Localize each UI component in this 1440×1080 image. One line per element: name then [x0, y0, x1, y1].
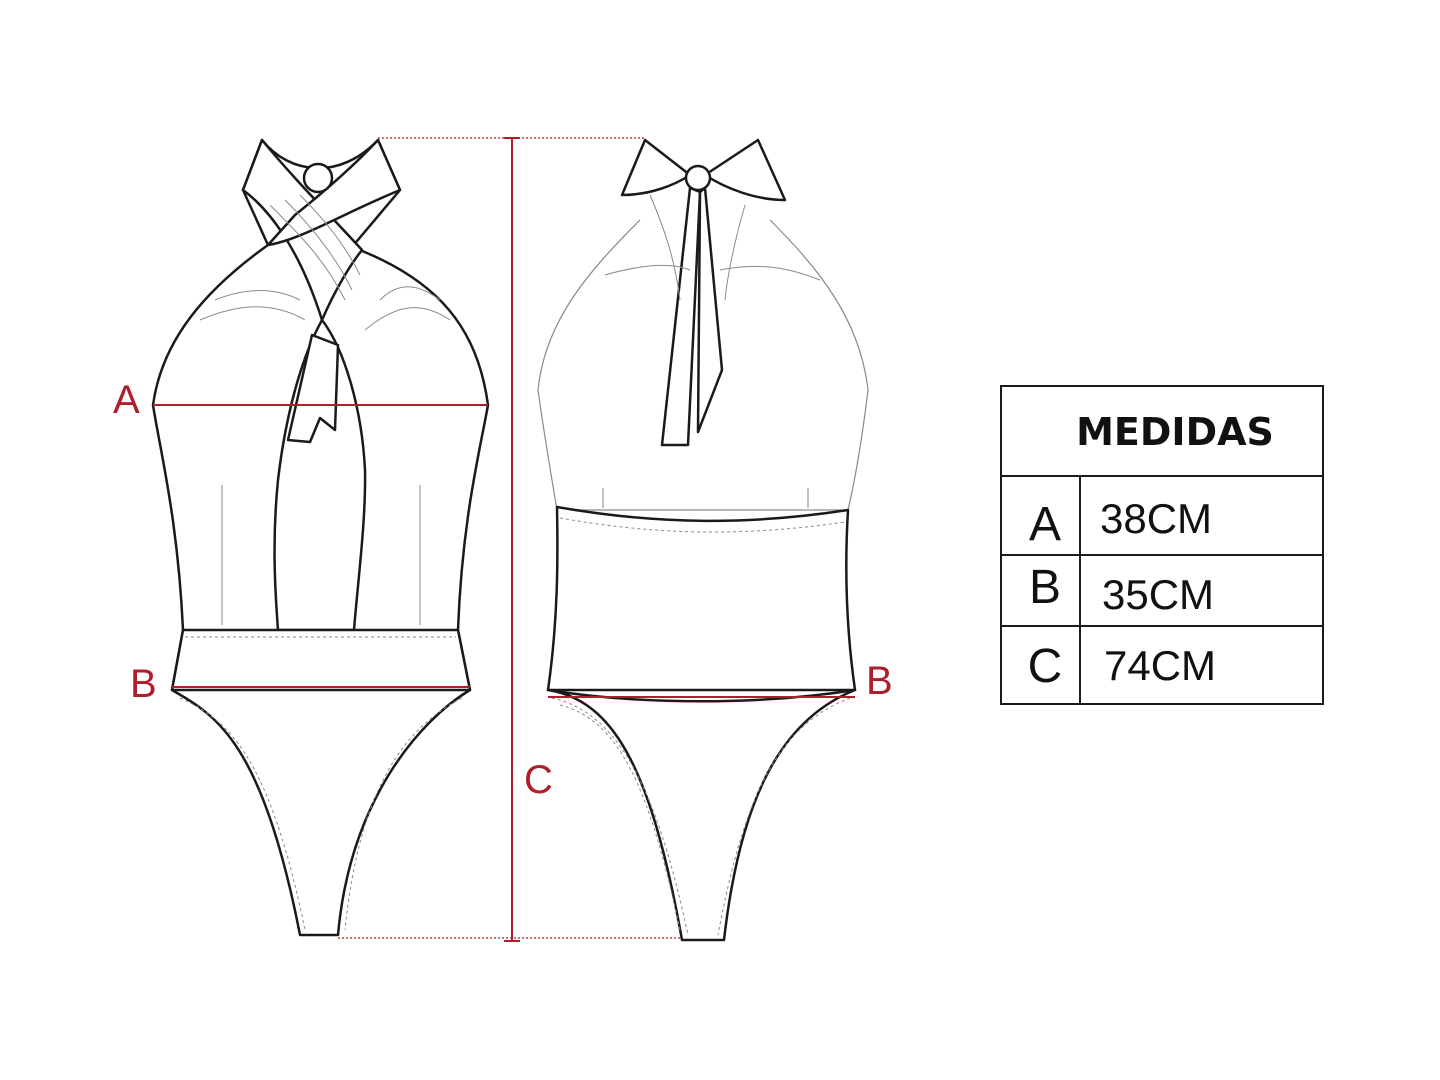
back-tie-left: [660, 186, 702, 447]
back-tie-right: [696, 186, 724, 434]
table-row-key: A: [1029, 498, 1061, 551]
table-row-value: 38CM: [1100, 495, 1212, 542]
front-knot: [302, 162, 334, 194]
front-view-swimsuit: [151, 138, 490, 937]
measurements-table: [1000, 385, 1324, 705]
label-b-back: B: [866, 659, 893, 703]
table-row-value: 74CM: [1104, 642, 1216, 689]
measurement-lines: [153, 137, 855, 942]
label-b-front: B: [130, 662, 157, 706]
back-knot: [684, 164, 712, 192]
back-bow-left: [620, 138, 692, 197]
table-row-key: C: [1028, 640, 1063, 693]
table-row-key: B: [1029, 561, 1061, 614]
back-fabric-folds: [551, 194, 851, 936]
front-fabric-folds: [179, 194, 463, 931]
measurements-table-text: MEDIDAS A 38CM B 35CM C 74CM: [1028, 410, 1274, 693]
back-bow-right: [703, 138, 787, 202]
measurement-labels: A B C B: [113, 378, 893, 802]
back-view-swimsuit: [537, 138, 869, 942]
table-row-value: 35CM: [1102, 571, 1214, 618]
front-strap-right: [266, 138, 402, 247]
back-waist-panel: [546, 505, 857, 692]
table-frame: [1000, 385, 1324, 705]
table-title: MEDIDAS: [1076, 410, 1274, 454]
label-a-front: A: [113, 378, 140, 422]
front-waistband: [170, 628, 472, 692]
back-bottom: [546, 688, 857, 942]
label-c: C: [524, 758, 553, 802]
front-hanging-tie: [286, 333, 340, 444]
